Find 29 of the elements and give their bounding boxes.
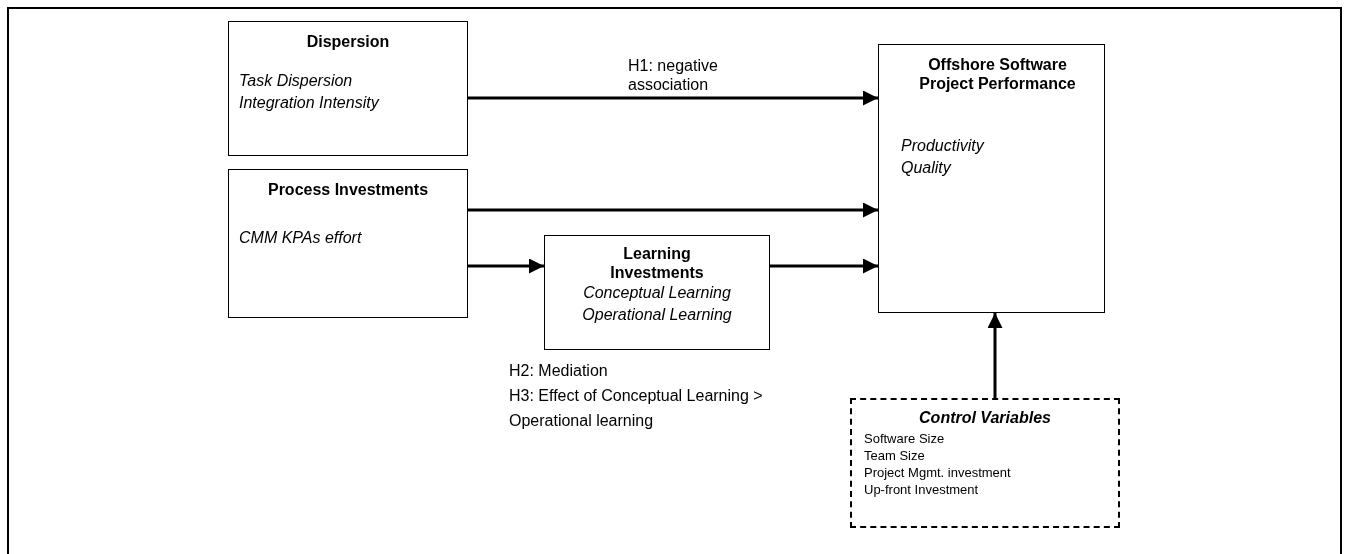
arrow (468, 258, 544, 274)
process-box (228, 169, 468, 318)
dashed-box (850, 398, 1120, 528)
box-text: Task Dispersion (239, 71, 354, 91)
box-text: Up-front Investment (864, 481, 980, 498)
box-text: Operational Learning (581, 305, 733, 325)
process-box (544, 235, 770, 350)
box-text: Team Size (864, 447, 926, 464)
box-text: Quality (901, 158, 953, 178)
arrow (468, 90, 878, 106)
hypothesis-note: H3: Effect of Conceptual Learning > Operational learning (509, 386, 764, 431)
box-text: Conceptual Learning (582, 283, 732, 303)
box-heading: Offshore Software Project Performance (918, 55, 1077, 93)
box-text: CMM KPAs effort (239, 228, 363, 248)
box-text: Integration Intensity (239, 93, 381, 113)
edge-label: H1: negative association (628, 56, 719, 94)
box-text: Software Size (864, 430, 946, 447)
process-box (878, 44, 1105, 313)
hypothesis-note: H2: Mediation (509, 361, 609, 381)
box-heading: Learning Investments (609, 244, 705, 282)
box-text: Project Mgmt. investment (864, 464, 1012, 481)
box-text: Productivity (901, 136, 986, 156)
arrow (770, 258, 878, 274)
arrow (987, 313, 1003, 398)
box-heading: Dispersion (305, 32, 391, 51)
arrow (468, 202, 878, 218)
box-heading: Process Investments (266, 180, 430, 199)
box-heading: Control Variables (918, 408, 1052, 427)
process-box (228, 21, 468, 156)
